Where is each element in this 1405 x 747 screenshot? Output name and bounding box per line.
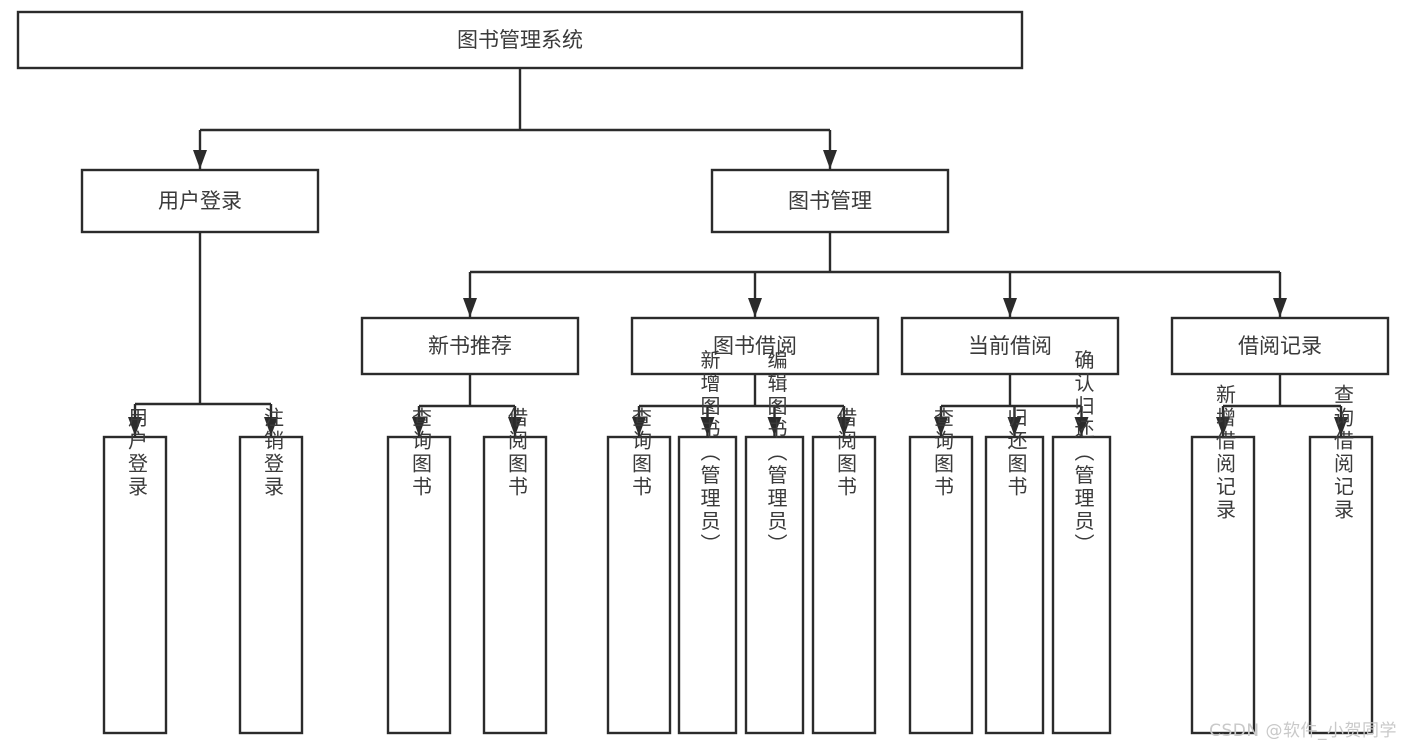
leaf-node-9-box[interactable] (908, 435, 974, 735)
leaf-node-7[interactable]: 编辑图书（管理员） (744, 349, 805, 735)
arrow-head-icon (1216, 417, 1230, 436)
leaf-node-5[interactable]: 查询图书 (606, 407, 672, 735)
arrow-head-icon (748, 298, 762, 317)
level3-node-4[interactable]: 借阅记录 (1170, 316, 1390, 376)
leaf-node-2[interactable]: 注销登录 (238, 407, 304, 735)
leaf-node-7-label: 编辑图书（管理员） (764, 349, 788, 556)
leaf-node-3[interactable]: 查询图书 (386, 407, 452, 735)
arrow-head-icon (1003, 298, 1017, 317)
arrow-head-icon (934, 417, 948, 436)
arrow-head-icon (463, 298, 477, 317)
leaf-node-3-label: 查询图书 (409, 407, 433, 499)
arrow-head-icon (823, 150, 837, 169)
leaf-node-8-label: 借阅图书 (834, 407, 858, 499)
level3-node-2-label: 图书借阅 (713, 334, 797, 358)
leaf-node-3-box[interactable] (386, 435, 452, 735)
leaf-node-4[interactable]: 借阅图书 (482, 407, 548, 735)
leaf-node-11-label: 确认归还（管理员） (1071, 349, 1095, 556)
level2-node-1-box[interactable] (80, 168, 320, 234)
level2-node-2-label: 图书管理 (788, 189, 872, 213)
level3-node-3-box[interactable] (900, 316, 1120, 376)
arrow-head-icon (632, 417, 646, 436)
arrow-head-icon (767, 417, 782, 436)
arrow-head-icon (700, 417, 715, 436)
leaf-node-4-box[interactable] (482, 435, 548, 735)
root-node-book-management-system-box[interactable] (16, 10, 1024, 70)
connector-layer (128, 68, 1348, 436)
level2-node-1[interactable]: 用户登录 (80, 168, 320, 234)
leaf-node-9-label: 查询图书 (931, 407, 955, 499)
arrow-head-icon (1273, 298, 1287, 317)
leaf-node-1-label: 用户登录 (125, 407, 149, 499)
leaf-node-8-box[interactable] (811, 435, 877, 735)
level3-node-1-label: 新书推荐 (428, 334, 512, 358)
arrow-head-icon (264, 417, 278, 436)
leaf-node-13-box[interactable] (1308, 435, 1374, 735)
level3-node-2-box[interactable] (630, 316, 880, 376)
level3-node-1-box[interactable] (360, 316, 580, 376)
arrow-head-icon (193, 150, 207, 169)
leaf-node-4-label: 借阅图书 (505, 407, 529, 499)
leaf-node-6-box[interactable] (677, 435, 738, 735)
leaf-node-10[interactable]: 归还图书 (984, 407, 1045, 735)
level3-node-4-label: 借阅记录 (1238, 334, 1322, 358)
leaf-node-2-box[interactable] (238, 435, 304, 735)
arrow-head-icon (1007, 417, 1022, 436)
arrow-head-icon (508, 417, 522, 436)
arrow-head-icon (128, 417, 142, 436)
level3-node-2[interactable]: 图书借阅 (630, 316, 880, 376)
leaf-node-9[interactable]: 查询图书 (908, 407, 974, 735)
leaf-node-11-box[interactable] (1051, 435, 1112, 735)
leaf-node-10-box[interactable] (984, 435, 1045, 735)
leaf-node-12[interactable]: 新增借阅记录 (1190, 384, 1256, 735)
level2-node-2-box[interactable] (710, 168, 950, 234)
node-layer: 图书管理系统用户登录图书管理新书推荐图书借阅当前借阅借阅记录用户登录注销登录查询… (16, 10, 1390, 735)
level2-node-1-label: 用户登录 (158, 189, 242, 213)
leaf-node-10-label: 归还图书 (1004, 407, 1028, 499)
level3-node-1[interactable]: 新书推荐 (360, 316, 580, 376)
arrow-head-icon (1334, 417, 1348, 436)
leaf-node-1[interactable]: 用户登录 (102, 407, 168, 735)
level2-node-2[interactable]: 图书管理 (710, 168, 950, 234)
level3-node-4-box[interactable] (1170, 316, 1390, 376)
leaf-node-1-box[interactable] (102, 435, 168, 735)
root-node-book-management-system-label: 图书管理系统 (457, 28, 583, 52)
arrow-head-icon (412, 417, 426, 436)
leaf-node-6-label: 新增图书（管理员） (697, 349, 721, 556)
level3-node-3-label: 当前借阅 (968, 334, 1052, 358)
leaf-node-7-box[interactable] (744, 435, 805, 735)
level3-node-3[interactable]: 当前借阅 (900, 316, 1120, 376)
arrow-head-icon (1074, 417, 1089, 436)
leaf-node-8[interactable]: 借阅图书 (811, 407, 877, 735)
leaf-node-11[interactable]: 确认归还（管理员） (1051, 349, 1112, 735)
leaf-node-6[interactable]: 新增图书（管理员） (677, 349, 738, 735)
arrow-head-icon (837, 417, 851, 436)
leaf-node-5-label: 查询图书 (629, 407, 653, 499)
leaf-node-12-box[interactable] (1190, 435, 1256, 735)
leaf-node-13[interactable]: 查询借阅记录 (1308, 384, 1374, 735)
leaf-node-5-box[interactable] (606, 435, 672, 735)
leaf-node-12-label: 新增借阅记录 (1213, 384, 1237, 522)
root-node-book-management-system[interactable]: 图书管理系统 (16, 10, 1024, 70)
leaf-node-13-label: 查询借阅记录 (1331, 384, 1355, 522)
leaf-node-2-label: 注销登录 (261, 407, 285, 499)
